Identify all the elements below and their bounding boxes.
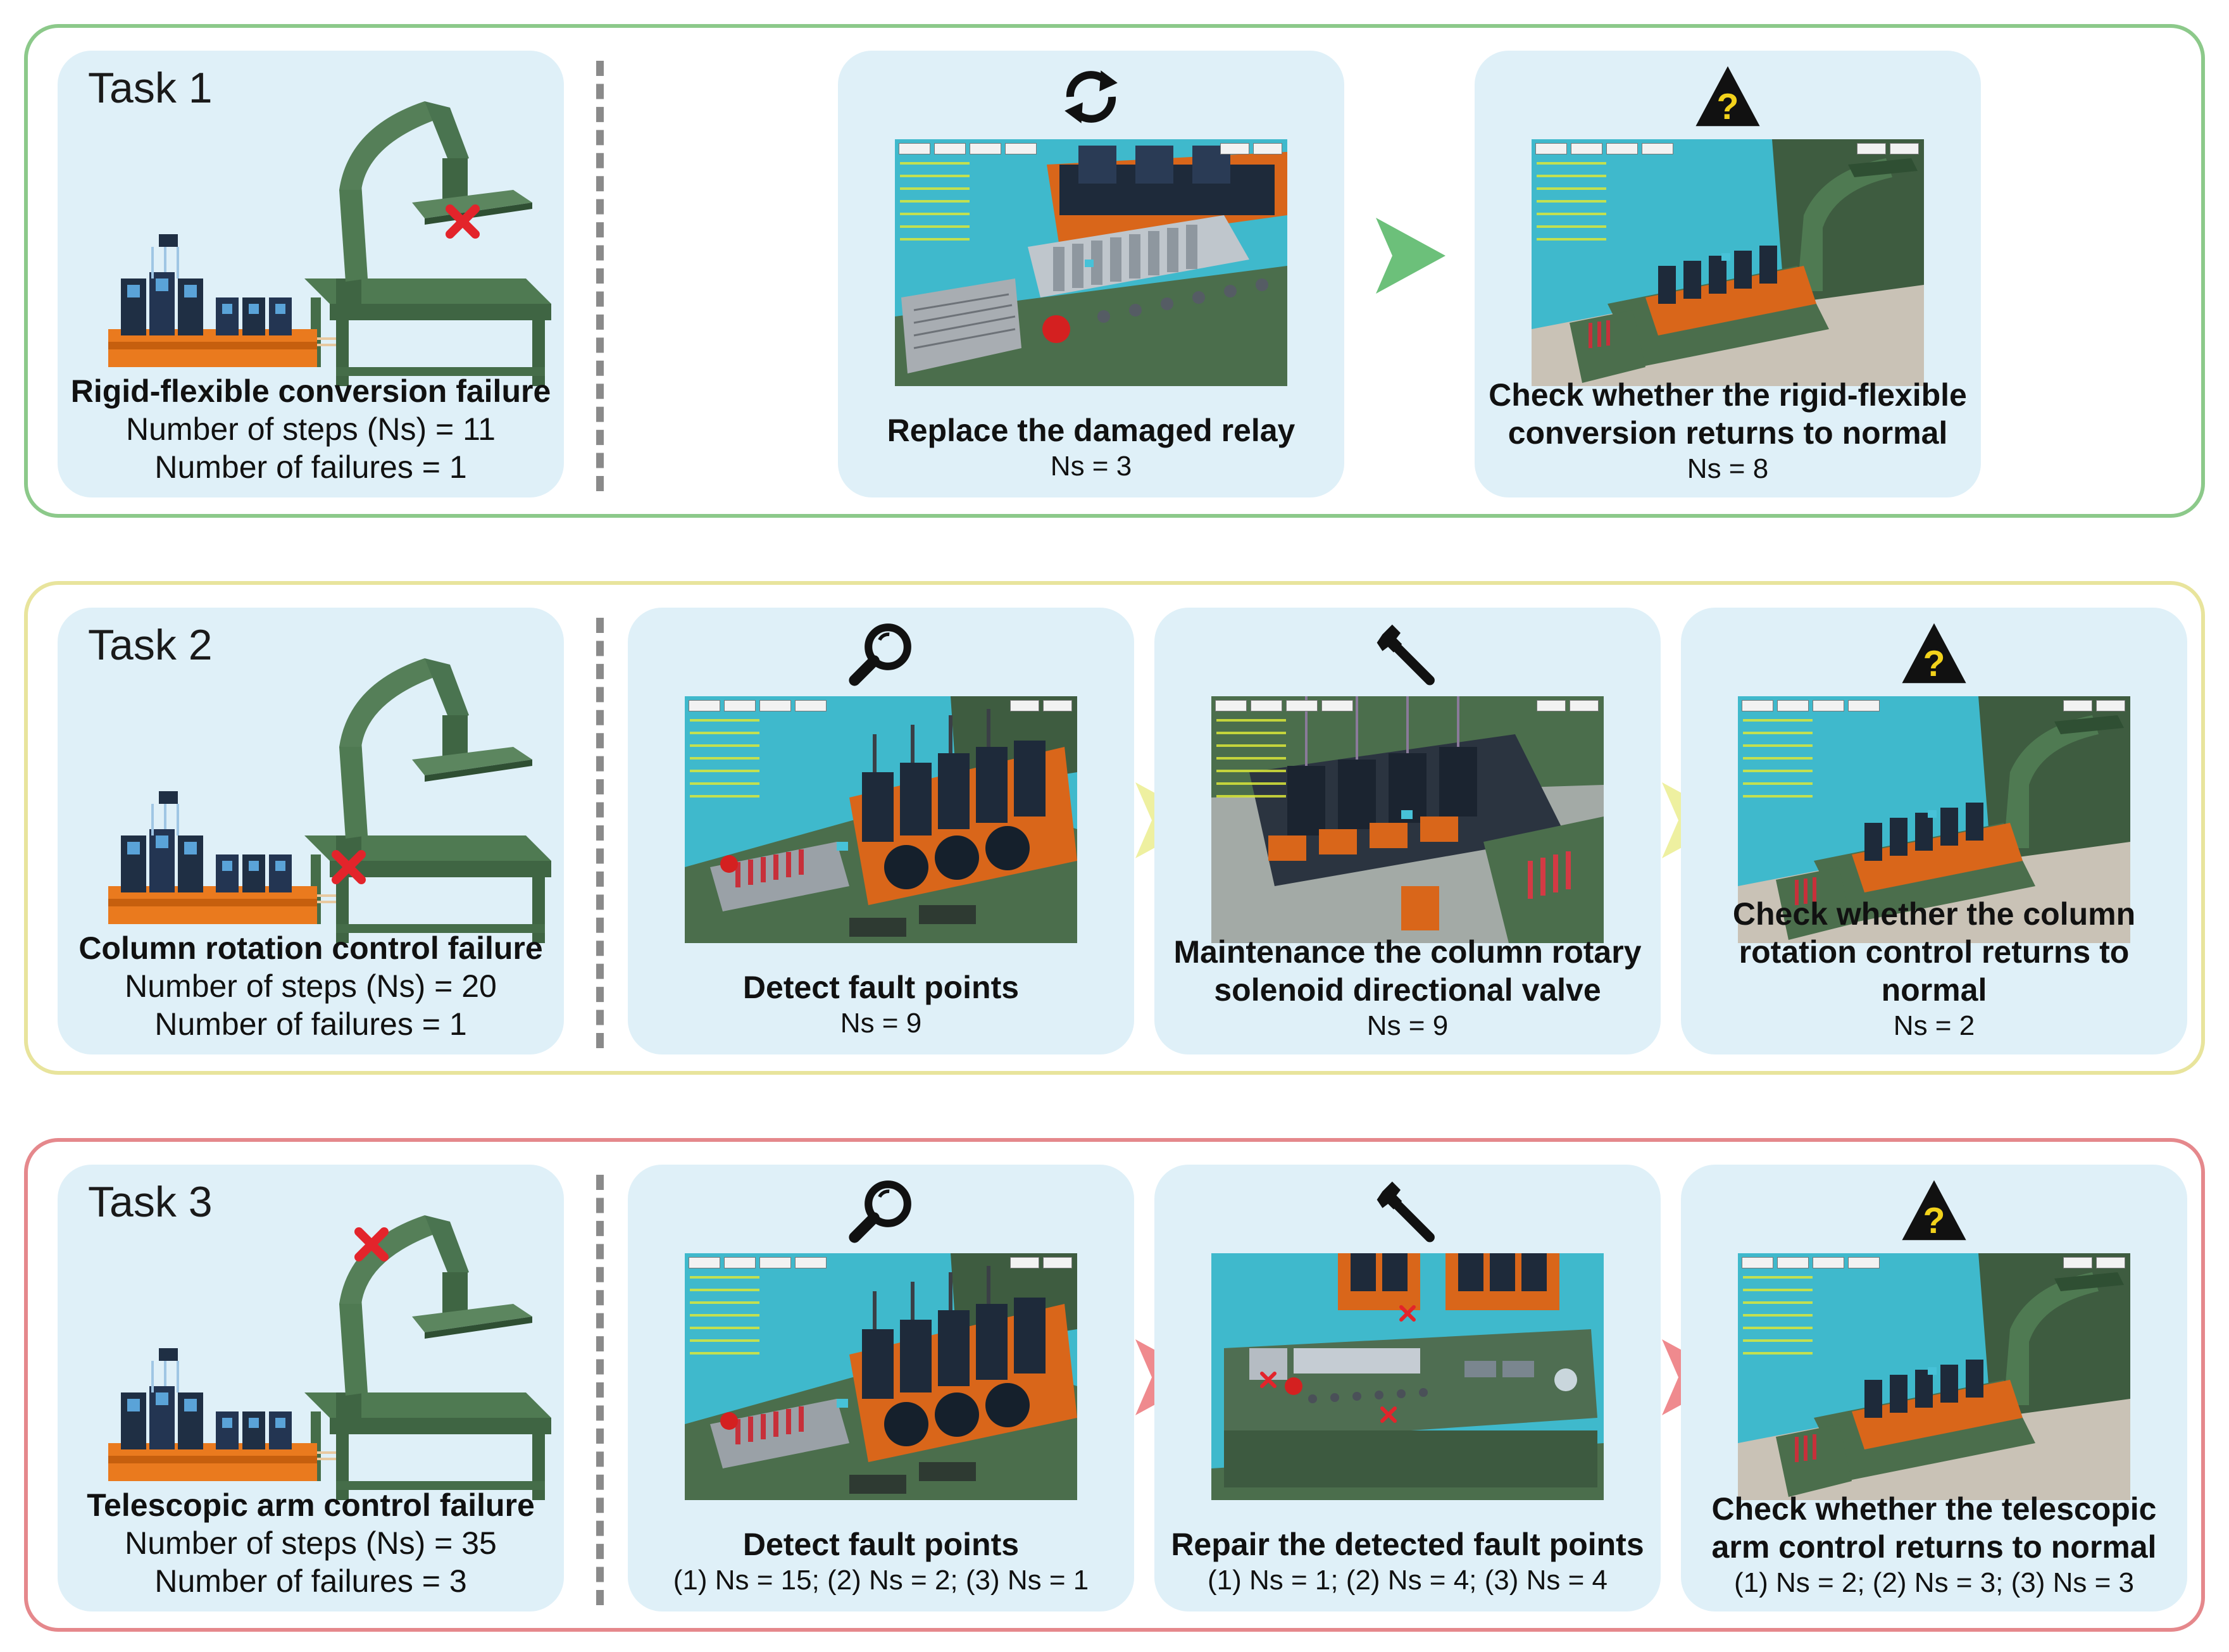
robot-arm-illustration [107,100,551,387]
wrench-icon [1377,624,1435,685]
step-label: Repair the detected fault points [1171,1527,1644,1562]
simulation-screenshot [1211,1253,1604,1500]
failure-name: Column rotation control failure [78,930,543,966]
step-label-line-2: rotation control returns to normal [1739,934,2130,1008]
step-label: Detect fault points [742,1527,1020,1562]
svg-text:?: ? [1923,1201,1945,1241]
failure-name: Telescopic arm control failure [87,1487,535,1523]
robot-arm-illustration [107,657,551,944]
warning-question-icon: ? [1695,66,1760,127]
steps-count: Number of steps (Ns) = 11 [125,411,496,447]
task-1-summary-card: Task 1 Rigid-flexible conversion failure… [58,51,564,497]
divider [596,61,604,491]
task-title: Task 3 [88,1178,213,1226]
divider [596,1175,604,1605]
step-label-line-2: conversion returns to normal [1508,415,1948,451]
simulation-screenshot [895,139,1287,386]
fault-x-icon [354,1227,389,1261]
step-label: Detect fault points [742,970,1020,1005]
step-label: Replace the damaged relay [887,413,1296,448]
divider [596,618,604,1048]
step-ns: Ns = 2 [1893,1010,1975,1041]
steps-count: Number of steps (Ns) = 35 [125,1525,497,1561]
step-card: Replace the damaged relay Ns = 3 [838,51,1344,497]
steps-count: Number of steps (Ns) = 20 [125,968,497,1004]
task-1-panel: Task 1 Rigid-flexible conversion failure… [24,24,2205,518]
step-label-line-1: Check whether the rigid-flexible [1489,377,1967,413]
step-label-line-1: Check whether the telescopic [1711,1491,2157,1527]
svg-text:?: ? [1717,87,1739,127]
magnifier-icon [849,1180,911,1243]
task-3-summary-card: Task 3 Telescopic arm control failure Nu… [58,1165,564,1611]
failures-count: Number of failures = 3 [154,1563,467,1599]
svg-text:?: ? [1923,644,1945,684]
simulation-screenshot [1211,696,1604,943]
failures-count: Number of failures = 1 [154,1006,467,1042]
refresh-icon [1065,70,1118,123]
simulation-screenshot [1532,139,1924,386]
step-label-line-2: solenoid directional valve [1214,972,1601,1008]
step-ns: Ns = 9 [840,1008,922,1039]
task-2-panel: Task 2 Column rotation control failure N… [24,581,2205,1075]
warning-question-icon: ? [1902,623,1966,684]
fault-x-icon [446,204,480,239]
task-title: Task 1 [88,64,213,112]
simulation-screenshot [1738,696,2130,943]
fault-x-icon [332,850,366,884]
step-label-line-2: arm control returns to normal [1711,1529,2157,1565]
wrench-icon [1377,1181,1435,1242]
robot-arm-illustration [107,1214,551,1501]
failure-name: Rigid-flexible conversion failure [70,373,551,409]
task-2-summary-card: Task 2 Column rotation control failure N… [58,608,564,1054]
simulation-screenshot [685,1253,1077,1500]
step-card: ? Check whether the column rotation cont… [1681,608,2187,1054]
step-ns: (1) Ns = 15; (2) Ns = 2; (3) Ns = 1 [673,1565,1089,1596]
step-label-line-1: Maintenance the column rotary [1173,934,1642,970]
task-3-panel: Task 3 Telescopic arm control failure Nu… [24,1138,2205,1632]
step-card: Detect fault points Ns = 9 [628,608,1134,1054]
task-title: Task 2 [88,621,213,669]
warning-question-icon: ? [1902,1180,1966,1241]
step-ns: (1) Ns = 2; (2) Ns = 3; (3) Ns = 3 [1733,1567,2135,1598]
step-ns: Ns = 3 [1050,451,1132,482]
failures-count: Number of failures = 1 [154,449,467,485]
step-ns: Ns = 8 [1687,453,1769,484]
arrow-right-icon [1376,218,1445,294]
magnifier-icon [849,623,911,686]
simulation-screenshot [1738,1253,2130,1500]
step-card: ? Check whether the rigid-flexible conve… [1475,51,1981,497]
step-card: Repair the detected fault points (1) Ns … [1154,1165,1661,1611]
simulation-screenshot [685,696,1077,943]
step-card: Maintenance the column rotary solenoid d… [1154,608,1661,1054]
step-label-line-1: Check whether the column [1732,896,2136,932]
step-ns: (1) Ns = 1; (2) Ns = 4; (3) Ns = 4 [1207,1565,1608,1596]
step-ns: Ns = 9 [1366,1010,1449,1041]
step-card: Detect fault points (1) Ns = 15; (2) Ns … [628,1165,1134,1611]
step-card: ? Check whether the telescopic arm contr… [1681,1165,2187,1611]
